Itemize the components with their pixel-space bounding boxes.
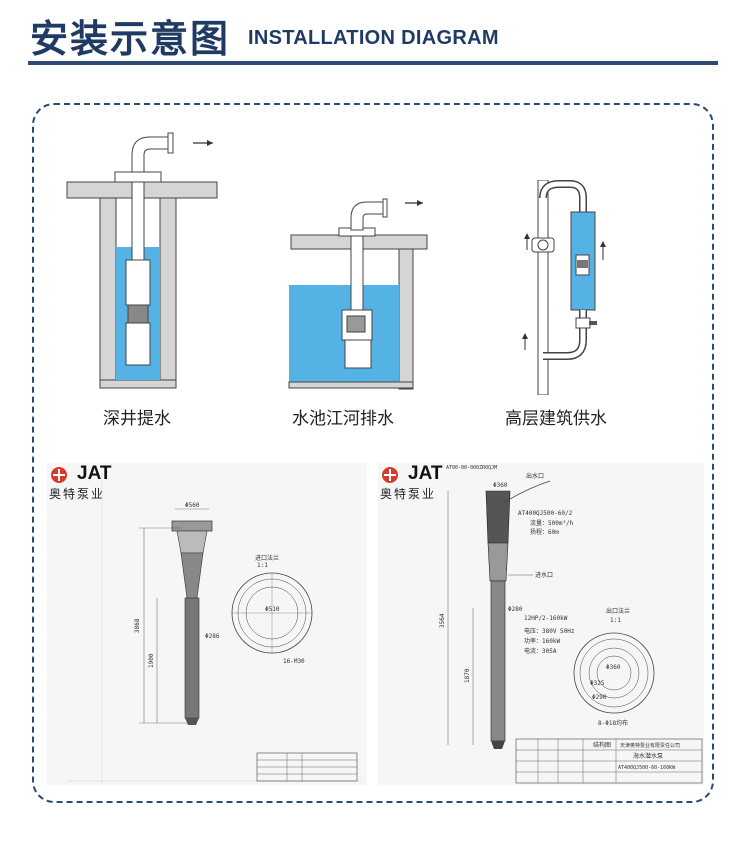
title-block-name: 海水潜水泵 — [633, 752, 663, 760]
spec-voltage: 电压：380V 50Hz — [524, 627, 575, 635]
detail-d1: Φ360 — [606, 664, 621, 671]
pool-wall — [398, 248, 414, 390]
detail-note-left: 16-M30 — [283, 658, 305, 665]
dim-mid-right: 1870 — [464, 668, 471, 683]
spec-head: 扬程：60m — [530, 528, 559, 536]
detail-title-left: 进口法兰 — [255, 554, 279, 562]
scene-pool-river — [288, 198, 428, 390]
scene-high-rise — [522, 180, 606, 395]
inlet-label: 进水口 — [535, 571, 553, 579]
riser-pipe — [350, 229, 364, 311]
caption-high-rise: 高层建筑供水 — [505, 409, 607, 429]
bypass-bottom — [543, 310, 587, 360]
jat-mark-icon — [382, 466, 398, 483]
caption-pool-river: 水池江河排水 — [292, 409, 394, 429]
well-floor — [99, 379, 177, 389]
dim-top-left: Φ560 — [185, 502, 200, 509]
pump-motor — [344, 339, 372, 369]
dim-height-left: 3868 — [134, 618, 141, 633]
detail-scale-left: 1:1 — [257, 562, 268, 569]
page-title-english: INSTALLATION DIAGRAM — [248, 27, 499, 49]
pump-intake — [127, 304, 149, 324]
dim-height-right: 3564 — [439, 613, 446, 628]
scene-deep-well — [66, 132, 218, 389]
spec-power-line: 12HP/2-160kW — [524, 615, 568, 622]
jat-mark-icon — [51, 466, 67, 483]
brand-sub-left: 奥特泵业 — [49, 487, 106, 501]
flange — [167, 132, 174, 154]
pump-upper — [125, 259, 151, 306]
dim-top-right: Φ360 — [493, 482, 508, 489]
drawing-left: JAT 奥特泵业 Φ560 3868 1900 Φ286 进口法兰 1:1 Φ5… — [47, 463, 367, 785]
pump-intake — [346, 315, 366, 333]
title-block-heading: 结构图 — [593, 741, 611, 749]
brand-name-left: JAT — [77, 463, 112, 484]
page-header: 安装示意图 INSTALLATION DIAGRAM — [0, 0, 750, 70]
drawing-code: AT00-00-000ZR0QJM — [446, 465, 497, 471]
drawing-right: JAT 奥特泵业 AT00-00-000ZR0QJM Φ360 出水口 进水口 … — [378, 463, 704, 785]
elbow — [131, 136, 169, 173]
header-divider — [28, 61, 718, 65]
detail-title-right: 出口法兰 — [606, 607, 630, 615]
brand-sub-right: 奥特泵业 — [380, 487, 437, 501]
spec-model: AT400QJ500-60/2 — [518, 510, 573, 517]
dim-mid-left: 1900 — [148, 653, 155, 668]
valve-side — [575, 317, 591, 329]
dashed-frame — [32, 103, 714, 803]
spec-kw: 功率：160kW — [524, 637, 560, 645]
detail-scale-right: 1:1 — [610, 617, 621, 624]
well-wall-left — [99, 197, 117, 387]
dim-dia-right: Φ280 — [508, 606, 523, 613]
outlet-label: 出水口 — [526, 472, 544, 480]
detail-note-right: 8-Φ18均布 — [598, 719, 628, 727]
page-title-chinese: 安装示意图 — [30, 17, 231, 61]
detail-d3: Φ290 — [592, 694, 607, 701]
well-cap — [114, 171, 162, 183]
well-wall-right — [159, 197, 177, 387]
title-block-company: 天津奥特泵业有限责任公司 — [620, 742, 680, 749]
detail-dim-left: Φ510 — [265, 606, 280, 613]
brand-logo-left: JAT 奥特泵业 — [49, 463, 111, 502]
pool-floor — [288, 381, 414, 389]
brand-logo-right: JAT 奥特泵业 — [380, 463, 442, 502]
drawing-left-lines: Φ560 3868 1900 Φ286 进口法兰 1:1 Φ510 16-M30 — [67, 473, 362, 783]
pump-motor — [125, 322, 151, 366]
spec-current: 电流：305A — [524, 647, 557, 655]
elbow — [350, 201, 384, 231]
detail-d2: Φ325 — [590, 680, 605, 687]
title-block-code: AT400QJ500-60-160KW — [618, 765, 676, 771]
brand-name-right: JAT — [408, 463, 443, 484]
caption-deep-well: 深井提水 — [103, 409, 171, 429]
drawing-right-lines: AT00-00-000ZR0QJM Φ360 出水口 进水口 AT400QJ50… — [439, 465, 703, 784]
riser-pipe — [131, 169, 145, 261]
dim-dia-left: Φ286 — [205, 633, 220, 640]
spec-flow: 流量：500m³/h — [530, 519, 574, 527]
main-pipe — [537, 180, 549, 395]
